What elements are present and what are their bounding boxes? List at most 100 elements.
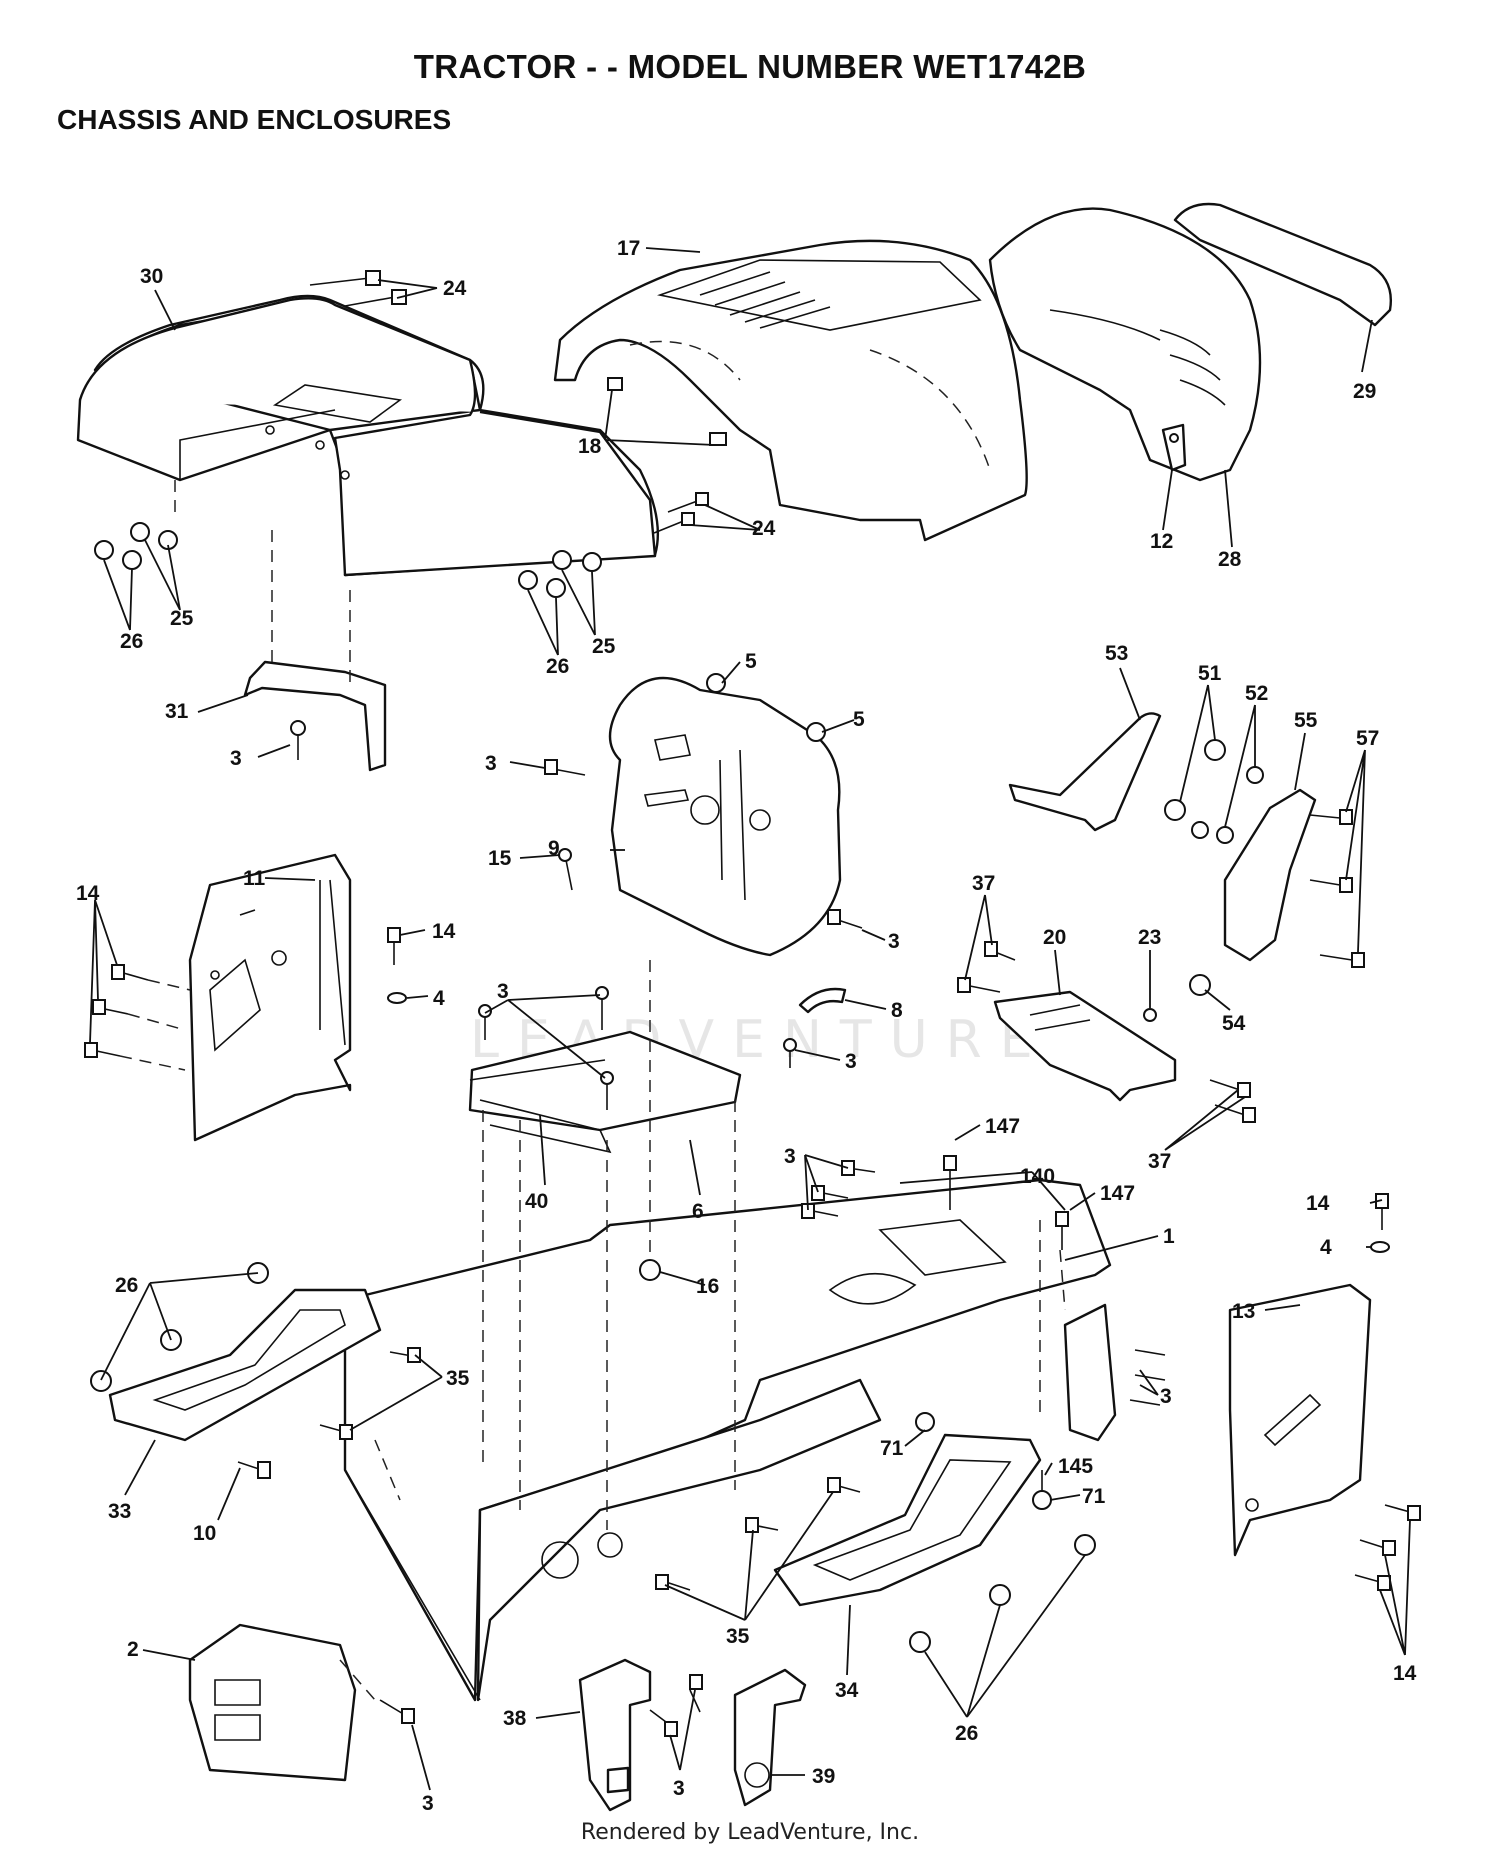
footrest-part-34 (773, 1433, 1042, 1607)
label-147b: 147 (1100, 1182, 1135, 1205)
label-20: 20 (1043, 926, 1066, 949)
screws-3-bottom (649, 1674, 703, 1737)
label-4a: 4 (433, 987, 445, 1010)
label-30: 30 (140, 265, 163, 288)
label-71a: 71 (880, 1437, 904, 1460)
label-3c: 3 (888, 930, 900, 953)
label-38: 38 (503, 1707, 527, 1730)
label-29: 29 (1353, 380, 1376, 403)
bolts-57 (1309, 809, 1365, 968)
label-54: 54 (1222, 1012, 1246, 1035)
washers-51-52 (1164, 739, 1264, 844)
nuts-washers-left (94, 480, 178, 570)
label-31: 31 (165, 700, 189, 723)
bracket-part-20 (993, 990, 1177, 1102)
dash-panel-part-9 (608, 673, 842, 957)
frame-part-1 (343, 1178, 1112, 1702)
screw-24b (653, 492, 709, 534)
plate-part-6 (468, 1030, 742, 1154)
bracket-part-12 (1161, 423, 1187, 472)
label-145: 145 (1058, 1455, 1093, 1478)
label-35b: 35 (726, 1625, 750, 1648)
label-3a: 3 (230, 747, 242, 770)
nut-16 (639, 1259, 661, 1281)
label-2: 2 (127, 1638, 139, 1661)
label-14b: 14 (432, 920, 456, 943)
page-title: TRACTOR - - MODEL NUMBER WET1742B (413, 48, 1087, 85)
label-9: 9 (548, 837, 560, 860)
label-14a: 14 (76, 882, 100, 905)
label-17: 17 (617, 237, 640, 260)
label-10: 10 (193, 1522, 216, 1545)
bracket-part-31 (243, 530, 387, 772)
label-35a: 35 (446, 1367, 470, 1390)
label-3h: 3 (673, 1777, 685, 1800)
label-3i: 3 (422, 1792, 434, 1815)
bolts-35-center (655, 1477, 861, 1591)
label-11: 11 (243, 867, 266, 890)
bracket-part-53 (1008, 712, 1162, 832)
label-14c: 14 (1306, 1192, 1330, 1215)
label-15: 15 (488, 847, 512, 870)
bolts-14-left (84, 964, 191, 1071)
screw-3e (783, 1038, 797, 1068)
label-37b: 37 (1148, 1150, 1171, 1173)
grille-part-28 (988, 207, 1262, 482)
label-5b: 5 (853, 708, 865, 731)
label-3e: 3 (845, 1050, 857, 1073)
label-51: 51 (1198, 662, 1222, 685)
hood-part-17 (553, 239, 1028, 542)
leader-lines (89, 247, 1411, 1791)
label-28: 28 (1218, 548, 1242, 571)
label-53: 53 (1105, 642, 1128, 665)
label-25a: 25 (170, 607, 194, 630)
label-16: 16 (696, 1275, 719, 1298)
label-34: 34 (835, 1679, 859, 1702)
label-40: 40 (525, 1190, 548, 1213)
label-147a: 147 (985, 1115, 1020, 1138)
label-26c: 26 (115, 1274, 138, 1297)
footer-credit: Rendered by LeadVenture, Inc. (580, 1820, 920, 1845)
clip-8 (798, 987, 847, 1014)
label-8: 8 (891, 999, 903, 1022)
label-3g: 3 (1160, 1385, 1172, 1408)
alignment-lines (339, 960, 1066, 1701)
label-57: 57 (1356, 727, 1379, 750)
bracket-part-2 (188, 1623, 357, 1782)
label-1: 1 (1163, 1225, 1175, 1248)
bolt-3c (827, 909, 863, 929)
label-14d: 14 (1393, 1662, 1417, 1685)
bolt-10 (237, 1461, 271, 1479)
screws-3-plate (478, 986, 614, 1110)
footrest-part-33 (108, 1288, 382, 1442)
bolt-3b (544, 759, 586, 776)
pin-15 (558, 848, 573, 891)
screw-3h-left (379, 1699, 415, 1724)
label-55: 55 (1294, 709, 1318, 732)
label-26a: 26 (120, 630, 143, 653)
label-26b: 26 (546, 655, 569, 678)
bracket-part-55 (1223, 788, 1317, 962)
label-4b: 4 (1320, 1236, 1332, 1259)
side-panel-part-11 (188, 853, 352, 1142)
bracket-part-38 (578, 1658, 652, 1812)
label-140: 140 (1020, 1165, 1055, 1188)
label-25b: 25 (592, 635, 616, 658)
label-39: 39 (812, 1765, 835, 1788)
label-3f: 3 (784, 1145, 796, 1168)
bolts-35-left (319, 1347, 421, 1440)
bolts-37 (957, 941, 1256, 1123)
side-panel-part-13 (1228, 1283, 1372, 1557)
label-3d: 3 (497, 980, 509, 1003)
label-6: 6 (692, 1200, 704, 1223)
label-24b: 24 (752, 517, 776, 540)
label-37a: 37 (972, 872, 995, 895)
label-71b: 71 (1082, 1485, 1106, 1508)
label-18: 18 (578, 435, 602, 458)
label-24a: 24 (443, 277, 467, 300)
label-3b: 3 (485, 752, 497, 775)
nuts-washers-right (518, 550, 602, 598)
label-23: 23 (1138, 926, 1161, 949)
section-subtitle: CHASSIS AND ENCLOSURES (57, 104, 452, 135)
